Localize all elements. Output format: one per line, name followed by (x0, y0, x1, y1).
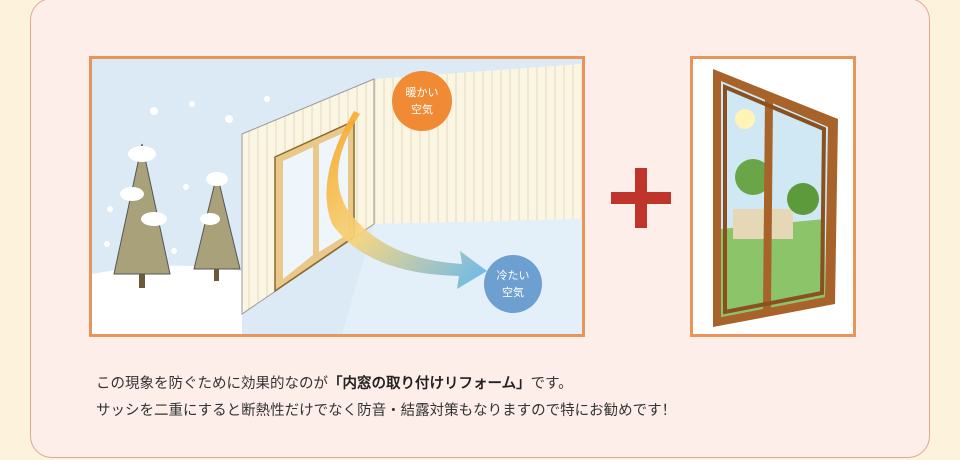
caption-line-1: この現象を防ぐために効果的なのが「内窓の取り付けリフォーム」です。 (96, 371, 896, 398)
plus-icon (611, 168, 671, 228)
caption: この現象を防ぐために効果的なのが「内窓の取り付けリフォーム」です。 サッシを二重… (96, 371, 896, 425)
caption-line-1-after: です。 (530, 376, 573, 392)
cold-draft-illustration: 暖かい 空気 冷たい 空気 (89, 56, 585, 337)
cold-air-bubble: 冷たい 空気 (484, 255, 542, 313)
double-window-picture (693, 59, 853, 334)
inner-window-illustration (690, 56, 856, 337)
caption-line-2: サッシを二重にすると断熱性だけでなく防音・結露対策もなりますので特にお勧めです！ (96, 403, 677, 419)
caption-emphasis: 「内窓の取り付けリフォーム」 (328, 376, 531, 392)
caption-line-1-before: この現象を防ぐために効果的なのが (96, 376, 328, 392)
warm-air-bubble: 暖かい 空気 (392, 71, 452, 131)
room-draft-scene (92, 59, 582, 334)
